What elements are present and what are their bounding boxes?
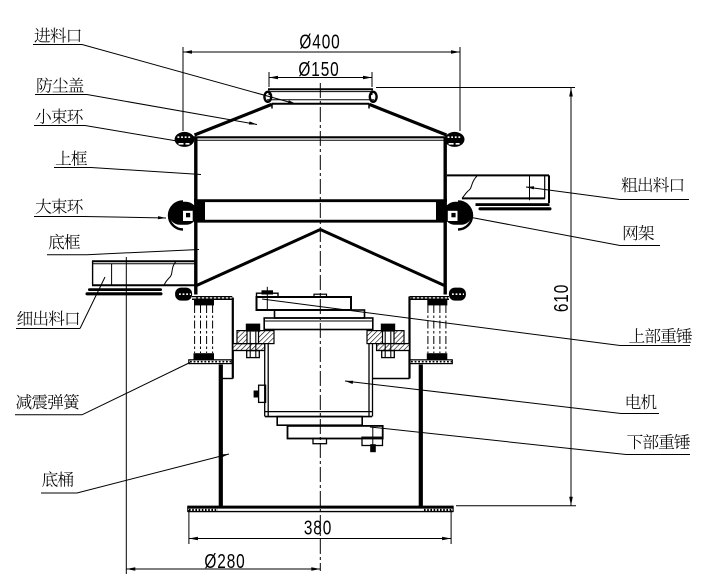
svg-text:610: 610: [550, 284, 573, 312]
svg-text:Ø400: Ø400: [299, 30, 340, 53]
svg-text:Ø280: Ø280: [204, 550, 245, 573]
svg-text:Ø150: Ø150: [298, 58, 339, 81]
svg-text:380: 380: [304, 516, 332, 539]
